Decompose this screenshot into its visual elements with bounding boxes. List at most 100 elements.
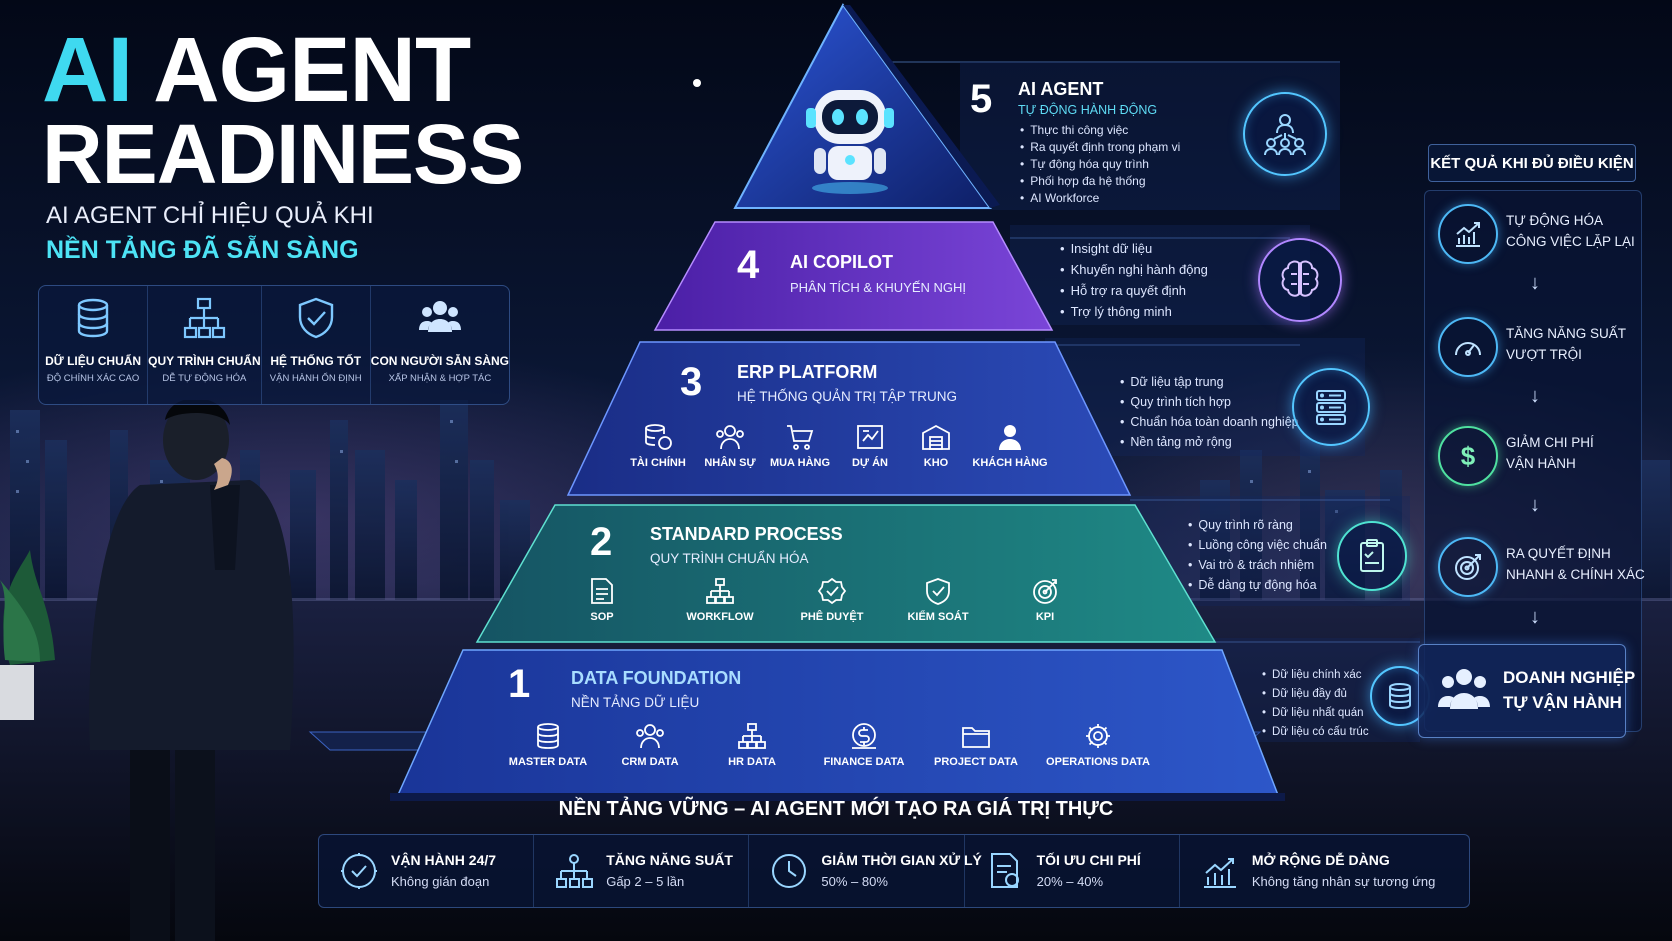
- module-control: KIỂM SOÁT: [898, 577, 978, 623]
- bar-growth-icon: [1203, 858, 1236, 888]
- customer-icon: [999, 425, 1021, 450]
- module-finance: TÀI CHÍNH: [630, 423, 686, 469]
- target-icon: [1438, 537, 1498, 597]
- bullet-item: Vai trò & trách nhiệm: [1188, 555, 1327, 575]
- clipboard-check-icon: [1337, 521, 1407, 591]
- module-hr: NHÂN SỰ: [702, 423, 758, 469]
- layer3-title: ERP PLATFORM: [737, 362, 878, 382]
- prereq-label: QUY TRÌNH CHUẨN: [148, 354, 261, 368]
- module-label: KHÁCH HÀNG: [972, 457, 1048, 469]
- layer5-number: 5: [970, 77, 993, 121]
- brain-icon: [1258, 238, 1342, 322]
- project-board-icon: [857, 425, 883, 449]
- target-icon: [1033, 579, 1057, 604]
- result-line2: CÔNG VIỆC LẶP LẠI: [1506, 234, 1635, 249]
- module-label: CRM DATA: [621, 756, 679, 768]
- layer3-bullets: Dữ liệu tập trung Quy trình tích hợp Chu…: [1120, 372, 1299, 452]
- bullet-item: AI Workforce: [1020, 190, 1180, 207]
- layer5-bullets: Thực thi công việc Ra quyết định trong p…: [1020, 122, 1180, 207]
- title-readiness: READINESS: [42, 107, 524, 201]
- module-crm-data: CRM DATA: [610, 722, 690, 768]
- bullet-item: Dữ liệu nhất quán: [1262, 704, 1369, 723]
- module-label: FINANCE DATA: [823, 756, 905, 768]
- clock-check-icon: [341, 853, 377, 889]
- layer3-subtitle: HỆ THỐNG QUẢN TRỊ TẬP TRUNG: [737, 389, 958, 404]
- module-label: DỰ ÁN: [851, 457, 888, 469]
- module-project-data: PROJECT DATA: [928, 722, 1024, 768]
- module-operations-data: OPERATIONS DATA: [1040, 722, 1156, 768]
- bullet-item: Chuẩn hóa toàn doanh nghiệp: [1120, 412, 1298, 432]
- result-item-decision: RA QUYẾT ĐỊNH NHANH & CHÍNH XÁC: [1438, 533, 1645, 603]
- module-approval: PHÊ DUYỆT: [792, 577, 872, 623]
- database-icon: [537, 723, 559, 749]
- bullet-item: Phối hợp đa hệ thống: [1020, 173, 1180, 190]
- module-label: KIỂM SOÁT: [907, 611, 969, 623]
- module-customer: KHÁCH HÀNG: [970, 423, 1050, 469]
- module-label: TÀI CHÍNH: [630, 457, 686, 469]
- workflow-icon: [556, 854, 594, 888]
- businessman-figure: [89, 400, 294, 941]
- layer5-title: AI AGENT: [1018, 79, 1104, 99]
- module-label: KHO: [923, 457, 949, 469]
- bullet-item: Dữ liệu tập trung: [1120, 372, 1299, 392]
- down-arrow-icon: ↓: [1530, 494, 1540, 516]
- benefit-sub: 50% – 80%: [821, 874, 888, 889]
- bullet-item: Trợ lý thông minh: [1060, 301, 1208, 322]
- module-label: PROJECT DATA: [934, 756, 1018, 768]
- layer4-title: AI COPILOT: [790, 252, 893, 272]
- bullet-item: Hỗ trợ ra quyết định: [1060, 280, 1208, 301]
- benefit-sub: 20% – 40%: [1036, 874, 1104, 889]
- benefit-item: TỐI ƯU CHI PHÍ 20% – 40%: [965, 835, 1180, 907]
- module-label: HR DATA: [728, 756, 776, 768]
- people-icon: [636, 724, 664, 749]
- server-icon: [1292, 368, 1370, 446]
- prereq-process: QUY TRÌNH CHUẨN DỄ TỰ ĐỘNG HÓA: [148, 286, 262, 404]
- result-line2: VẬN HÀNH: [1506, 456, 1576, 471]
- module-label: OPERATIONS DATA: [1046, 756, 1150, 768]
- bullet-item: Dữ liệu có cấu trúc: [1262, 723, 1369, 742]
- benefit-title: MỞ RỘNG DỄ DÀNG: [1251, 852, 1390, 868]
- benefit-item: VẬN HÀNH 24/7 Không gián đoạn: [319, 835, 535, 907]
- layer4-number: 4: [737, 243, 760, 287]
- layer4-bullets: Insight dữ liệu Khuyến nghị hành động Hỗ…: [1060, 238, 1208, 322]
- result-text: RA QUYẾT ĐỊNH NHANH & CHÍNH XÁC: [1506, 543, 1645, 585]
- document-cost-icon: [990, 853, 1019, 888]
- result-line2: NHANH & CHÍNH XÁC: [1506, 567, 1645, 582]
- prereq-sub: ĐỘ CHÍNH XÁC CAO: [46, 373, 140, 384]
- folder-icon: [962, 727, 990, 748]
- shield-check-icon: [298, 297, 333, 339]
- flowchart-icon: [184, 297, 226, 339]
- bullet-item: Insight dữ liệu: [1060, 238, 1208, 259]
- subtitle-line2: NỀN TẢNG ĐÃ SẴN SÀNG: [46, 236, 359, 264]
- bullet-item: Nền tảng mở rộng: [1120, 432, 1299, 452]
- bullet-item: Luồng công việc chuẩn: [1188, 535, 1327, 555]
- prereq-sub: XẤP NHẬN & HỢP TÁC: [388, 373, 492, 384]
- svg-text:$: $: [1461, 441, 1476, 471]
- benefit-title: TỐI ƯU CHI PHÍ: [1036, 852, 1141, 868]
- result-line1: RA QUYẾT ĐỊNH: [1506, 546, 1611, 561]
- benefit-sub: Không tăng nhân sự tương ứng: [1251, 874, 1436, 889]
- bullet-item: Dễ dàng tự động hóa: [1188, 575, 1327, 595]
- down-arrow-icon: ↓: [1530, 606, 1540, 628]
- layer3-number: 3: [680, 360, 703, 404]
- layer1-number: 1: [508, 662, 531, 706]
- module-hr-data: HR DATA: [712, 722, 792, 768]
- module-sop: SOP: [574, 577, 630, 623]
- benefit-item: GIẢM THỜI GIAN XỬ LÝ 50% – 80%: [749, 835, 982, 907]
- prereq-label: HỆ THỐNG TỐT: [270, 354, 362, 368]
- benefit-item: TĂNG NĂNG SUẤT Gấp 2 – 5 lần: [534, 835, 750, 907]
- title-agent: AGENT: [153, 19, 471, 121]
- benefit-title: TĂNG NĂNG SUẤT: [606, 852, 733, 868]
- module-project: DỰ ÁN: [842, 423, 898, 469]
- benefit-item: MỞ RỘNG DỄ DÀNG Không tăng nhân sự tương…: [1180, 835, 1469, 907]
- network-people-icon: [1243, 92, 1327, 176]
- workflow-icon: [706, 578, 734, 604]
- layer2-bullets: Quy trình rõ ràng Luồng công việc chuẩn …: [1188, 515, 1327, 595]
- people-icon: [418, 301, 461, 332]
- database-icon: [77, 298, 109, 338]
- module-finance-data: FINANCE DATA: [816, 722, 912, 768]
- module-label: NHÂN SỰ: [704, 457, 756, 469]
